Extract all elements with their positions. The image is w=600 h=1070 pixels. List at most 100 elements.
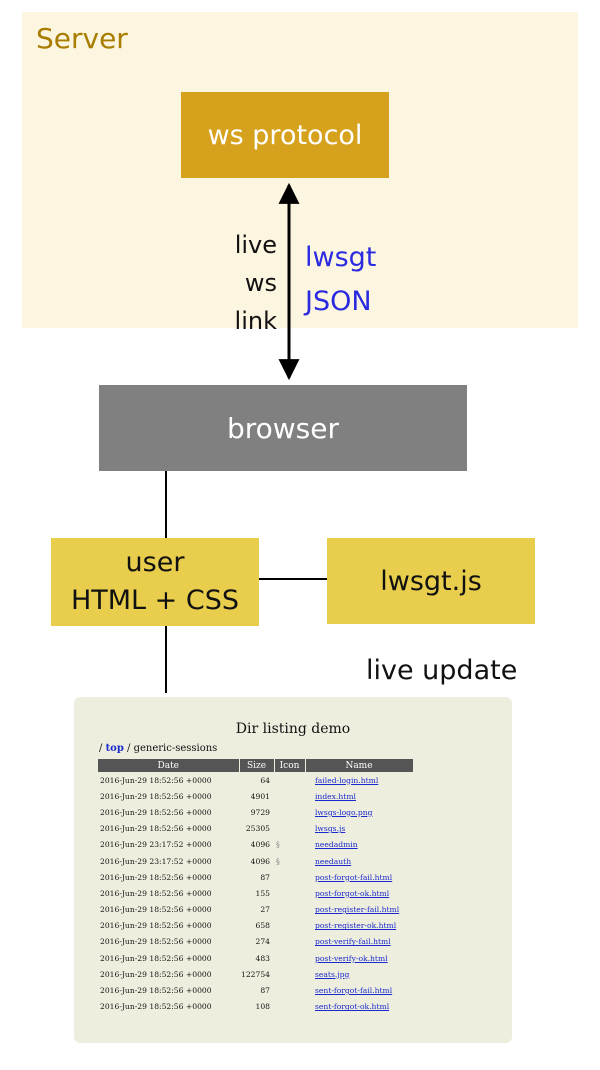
file-size: 25305 <box>245 824 270 834</box>
file-icon <box>274 885 305 901</box>
table-row: 2016-Jun-29 18:52:56 +0000 87 sent-forgot-… <box>98 982 413 998</box>
live-ws-link-line: live <box>234 231 277 259</box>
user-box-line: HTML + CSS <box>70 585 240 616</box>
protocol-line: lwsgt <box>305 242 377 273</box>
live-update-label: live update <box>366 655 518 686</box>
file-date: 2016-Jun-29 18:52:56 +0000 <box>100 872 212 882</box>
file-name-link[interactable]: failed-login.html <box>315 775 379 785</box>
file-size: 483 <box>255 953 271 963</box>
table-row: 2016-Jun-29 18:52:56 +0000 155 post-forgot… <box>98 885 413 901</box>
file-size: 4901 <box>250 791 270 801</box>
listing-table: Date Size Icon Name 2016-Jun-29 18:52:56… <box>98 759 414 1015</box>
live-ws-link-label: live ws link <box>233 226 277 340</box>
file-date: 2016-Jun-29 18:52:56 +0000 <box>100 921 212 931</box>
file-name-link[interactable]: post-forgot-ok.html <box>315 888 390 898</box>
listing-title: Dir listing demo <box>235 721 351 737</box>
file-date: 2016-Jun-29 18:52:56 +0000 <box>100 969 212 979</box>
file-size: 155 <box>255 888 271 898</box>
file-size: 9729 <box>250 807 270 817</box>
dir-listing-panel: Dir listing demo / top / generic-session… <box>74 697 512 1043</box>
ws-protocol-box: ws protocol <box>181 92 389 178</box>
table-row: 2016-Jun-29 18:52:56 +0000 64 failed-login… <box>98 772 413 788</box>
file-size: 658 <box>255 921 271 931</box>
column-header-date: Date <box>98 759 240 772</box>
file-size: 87 <box>260 986 270 996</box>
file-icon <box>274 772 305 788</box>
breadcrumb: / top / generic-sessions <box>99 743 217 754</box>
table-row: 2016-Jun-29 18:52:56 +0000 658 post-regist… <box>98 918 413 934</box>
file-date: 2016-Jun-29 18:52:56 +0000 <box>100 888 212 898</box>
file-date: 2016-Jun-29 18:52:56 +0000 <box>100 775 212 785</box>
protocol-label: lwsgt JSON <box>305 236 376 324</box>
file-icon <box>274 788 305 804</box>
file-name-link[interactable]: lwsgs.js <box>315 824 346 834</box>
file-size: 122754 <box>241 969 270 979</box>
breadcrumb-separator: / <box>99 743 106 754</box>
file-icon <box>274 950 305 966</box>
file-icon: § <box>276 840 280 850</box>
user-html-css-box: user HTML + CSS <box>51 538 259 626</box>
listing-header-row: Date Size Icon Name <box>98 759 414 772</box>
breadcrumb-top-link[interactable]: top <box>105 743 124 754</box>
file-icon <box>274 918 305 934</box>
file-icon: § <box>276 856 280 866</box>
file-icon <box>274 821 305 837</box>
table-row: 2016-Jun-29 23:17:52 +0000 4096 § needauth <box>98 853 413 869</box>
file-size: 4096 <box>250 840 270 850</box>
column-header-size: Size <box>239 759 275 772</box>
file-date: 2016-Jun-29 23:17:52 +0000 <box>100 856 212 866</box>
table-row: 2016-Jun-29 18:52:56 +0000 4901 index.html <box>98 788 413 804</box>
file-size: 108 <box>255 1002 271 1012</box>
file-date: 2016-Jun-29 18:52:56 +0000 <box>100 791 212 801</box>
file-date: 2016-Jun-29 18:52:56 +0000 <box>100 937 212 947</box>
file-name-link[interactable]: needadmin <box>315 840 358 850</box>
column-header-name: Name <box>305 759 414 772</box>
file-date: 2016-Jun-29 18:52:56 +0000 <box>100 1002 212 1012</box>
ws-protocol-label: ws protocol <box>207 119 363 151</box>
listing-body: 2016-Jun-29 18:52:56 +0000 64 failed-login… <box>98 772 413 1015</box>
file-name-link[interactable]: post-forgot-fail.html <box>315 872 393 882</box>
table-row: 2016-Jun-29 18:52:56 +0000 122754 seats.jp… <box>98 966 413 982</box>
live-ws-link-line: ws <box>244 269 277 297</box>
file-name-link[interactable]: post-verify-fail.html <box>315 937 391 947</box>
table-row: 2016-Jun-29 18:52:56 +0000 9729 lwsgs-logo… <box>98 804 413 820</box>
table-row: 2016-Jun-29 18:52:56 +0000 483 post-verify… <box>98 950 413 966</box>
column-header-icon: Icon <box>274 759 306 772</box>
file-date: 2016-Jun-29 18:52:56 +0000 <box>100 807 212 817</box>
file-icon <box>274 804 305 820</box>
file-icon <box>274 934 305 950</box>
user-box-line: user <box>125 547 185 578</box>
browser-label: browser <box>226 411 340 445</box>
file-name-link[interactable]: sent-forgot-fail.html <box>315 986 393 996</box>
file-name-link[interactable]: lwsgs-logo.png <box>315 807 373 817</box>
file-name-link[interactable]: needauth <box>315 856 352 866</box>
file-size: 27 <box>260 905 270 915</box>
file-date: 2016-Jun-29 23:17:52 +0000 <box>100 840 212 850</box>
file-date: 2016-Jun-29 18:52:56 +0000 <box>100 953 212 963</box>
file-date: 2016-Jun-29 18:52:56 +0000 <box>100 824 212 834</box>
file-size: 64 <box>260 775 270 785</box>
file-icon <box>274 982 305 998</box>
file-name-link[interactable]: post-register-fail.html <box>315 905 400 915</box>
live-ws-link-line: link <box>234 307 277 335</box>
file-date: 2016-Jun-29 18:52:56 +0000 <box>100 905 212 915</box>
file-name-link[interactable]: post-verify-ok.html <box>315 953 388 963</box>
file-icon <box>274 999 305 1015</box>
file-name-link[interactable]: index.html <box>315 791 356 801</box>
file-name-link[interactable]: seats.jpg <box>315 969 350 979</box>
file-size: 4096 <box>250 856 270 866</box>
table-row: 2016-Jun-29 23:17:52 +0000 4096 § needadmin <box>98 837 413 853</box>
file-size: 274 <box>255 937 271 947</box>
server-label: Server <box>36 22 128 55</box>
protocol-line: JSON <box>305 286 372 317</box>
table-row: 2016-Jun-29 18:52:56 +0000 274 post-verify… <box>98 934 413 950</box>
table-row: 2016-Jun-29 18:52:56 +0000 27 post-registe… <box>98 902 413 918</box>
file-name-link[interactable]: post-register-ok.html <box>315 921 397 931</box>
file-name-link[interactable]: sent-forgot-ok.html <box>315 1002 390 1012</box>
browser-box: browser <box>99 385 467 471</box>
lwsgt-js-box: lwsgt.js <box>327 538 535 624</box>
file-icon <box>274 966 305 982</box>
file-date: 2016-Jun-29 18:52:56 +0000 <box>100 986 212 996</box>
